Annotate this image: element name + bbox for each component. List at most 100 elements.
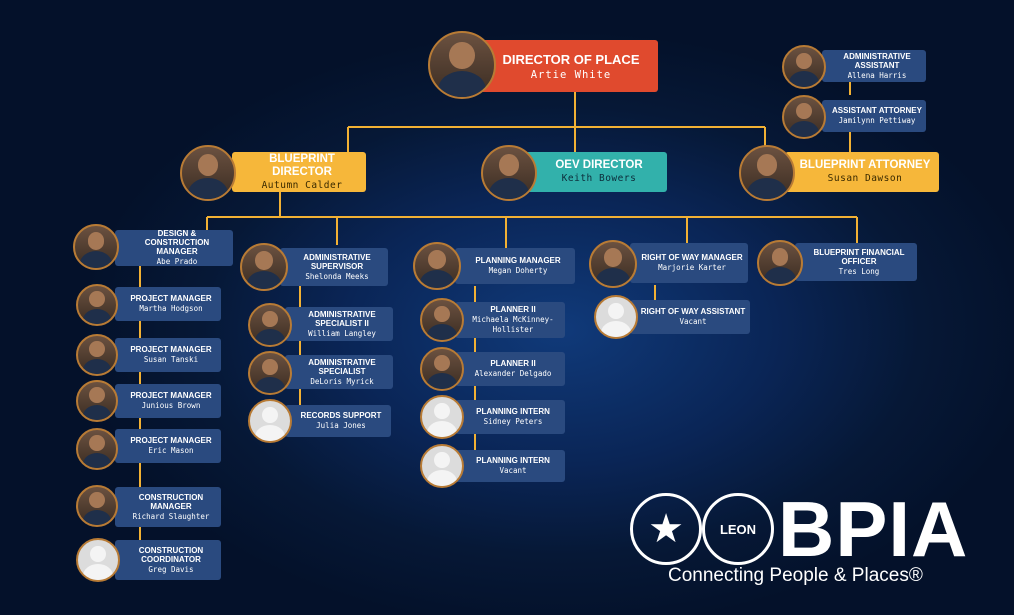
- blueprint-attorney-photo: [739, 145, 795, 201]
- planning-intern-vacant-box: Planning Intern Vacant: [455, 450, 565, 482]
- construction-manager-title: Construction Manager: [138, 492, 204, 511]
- administrative-specialist-name: DeLoris Myrick: [310, 376, 374, 386]
- financial-officer-photo: [757, 240, 803, 286]
- leon-county-seal-icon: LEON: [702, 493, 774, 565]
- records-support-photo: [248, 399, 292, 443]
- admin-assistant-name: Allena Harris: [847, 70, 907, 80]
- planner-ii-delgado-title: Planner II: [490, 359, 536, 368]
- planning-intern-peters-photo: [420, 395, 464, 439]
- project-manager-hodgson-name: Martha Hodgson: [139, 304, 203, 313]
- construction-manager-name: Richard Slaughter: [132, 511, 210, 521]
- construction-coordinator-title: Construction Coordinator: [138, 545, 204, 564]
- construction-manager-photo: [76, 485, 118, 527]
- project-manager-tanski-box: Project Manager Susan Tanski: [115, 338, 221, 372]
- planning-manager-name: Megan Doherty: [488, 266, 548, 275]
- right-of-way-manager-photo: [589, 240, 637, 288]
- director-name: Artie White: [530, 68, 612, 81]
- administrative-supervisor-box: Administrative Supervisor Shelonda Meeks: [280, 248, 388, 286]
- project-manager-brown-name: Junious Brown: [141, 401, 201, 410]
- administrative-specialist-photo: [248, 351, 292, 395]
- planner-ii-delgado-name: Alexander Delgado: [474, 369, 552, 378]
- design-construction-manager-photo: [73, 224, 119, 270]
- project-manager-brown-box: Project Manager Junious Brown: [115, 384, 221, 418]
- planning-intern-vacant-name: Vacant: [499, 466, 527, 475]
- logo-tagline: Connecting People & Places®: [668, 565, 923, 586]
- right-of-way-assistant-photo: [594, 295, 638, 339]
- planner-ii-mckinney-box: Planner II Michaela McKinney-Hollister: [455, 302, 565, 338]
- records-support-title: Records Support: [300, 411, 382, 420]
- star-compass-icon: ★: [630, 493, 702, 565]
- assistant-attorney-box: Assistant Attorney Jamilynn Pettiway: [822, 100, 926, 132]
- admin-assistant-photo: [782, 45, 826, 89]
- blueprint-director-photo: [180, 145, 236, 201]
- admin-assistant-box: Administrative Assistant Allena Harris: [822, 50, 926, 82]
- administrative-supervisor-name: Shelonda Meeks: [305, 271, 369, 281]
- director-photo: [428, 31, 496, 99]
- project-manager-mason-title: Project Manager: [130, 436, 212, 445]
- administrative-specialist-ii-box: Administrative Specialist II William Lan…: [285, 307, 393, 341]
- right-of-way-manager-box: Right of Way Manager Marjorie Karter: [630, 243, 748, 283]
- blueprint-director-name: Autumn Calder: [261, 179, 343, 191]
- planner-ii-mckinney-name: Michaela McKinney-Hollister: [472, 315, 554, 334]
- administrative-supervisor-title: Administrative Supervisor: [303, 252, 371, 271]
- administrative-specialist-ii-name: William Langley: [308, 328, 376, 338]
- oev-director-box: OEV Director Keith Bowers: [525, 152, 667, 192]
- records-support-box: Records Support Julia Jones: [285, 405, 391, 437]
- right-of-way-assistant-box: Right of Way Assistant Vacant: [630, 300, 750, 334]
- design-construction-manager-box: Design & Construction Manager Abe Prado: [115, 229, 233, 266]
- financial-officer-box: Blueprint Financial Officer Tres Long: [795, 243, 917, 281]
- blueprint-director-box: Blueprint Director Autumn Calder: [232, 152, 366, 192]
- project-manager-hodgson-photo: [76, 284, 118, 326]
- project-manager-mason-photo: [76, 428, 118, 470]
- assistant-attorney-name: Jamilynn Pettiway: [838, 116, 916, 125]
- assistant-attorney-title: Assistant Attorney: [832, 106, 922, 115]
- planner-ii-mckinney-photo: [420, 298, 464, 342]
- oev-director-title: OEV Director: [555, 159, 643, 171]
- administrative-specialist-ii-title: Administrative Specialist II: [308, 309, 376, 328]
- project-manager-hodgson-title: Project Manager: [130, 294, 212, 303]
- financial-officer-title: Blueprint Financial Officer: [813, 247, 905, 266]
- construction-coordinator-name: Greg Davis: [148, 564, 194, 574]
- administrative-specialist-ii-photo: [248, 303, 292, 347]
- director-box: Director of Place Artie White: [478, 40, 658, 92]
- planner-ii-mckinney-title: Planner II: [490, 305, 536, 314]
- administrative-specialist-box: Administrative Specialist DeLoris Myrick: [285, 355, 393, 389]
- right-of-way-assistant-title: Right of Way Assistant: [640, 307, 746, 316]
- right-of-way-assistant-name: Vacant: [679, 317, 707, 326]
- project-manager-mason-name: Eric Mason: [148, 446, 194, 455]
- blueprint-director-title: Blueprint Director: [269, 152, 335, 178]
- right-of-way-manager-name: Marjorie Karter: [658, 263, 726, 272]
- administrative-specialist-title: Administrative Specialist: [308, 357, 376, 376]
- right-of-way-manager-title: Right of Way Manager: [641, 253, 743, 262]
- planning-manager-title: Planning Manager: [475, 256, 561, 265]
- planning-manager-box: Planning Manager Megan Doherty: [455, 248, 575, 284]
- blueprint-attorney-name: Susan Dawson: [827, 173, 903, 184]
- planning-intern-peters-box: Planning Intern Sidney Peters: [455, 400, 565, 434]
- planning-intern-vacant-title: Planning Intern: [476, 456, 550, 465]
- oev-director-photo: [481, 145, 537, 201]
- construction-coordinator-box: Construction Coordinator Greg Davis: [115, 540, 221, 580]
- director-title: Director of Place: [502, 51, 640, 67]
- construction-manager-box: Construction Manager Richard Slaughter: [115, 487, 221, 527]
- planner-ii-delgado-box: Planner II Alexander Delgado: [455, 352, 565, 386]
- project-manager-tanski-title: Project Manager: [130, 345, 212, 354]
- project-manager-brown-photo: [76, 380, 118, 422]
- planning-intern-peters-name: Sidney Peters: [483, 417, 543, 426]
- seal-text: LEON: [719, 521, 757, 537]
- planning-intern-peters-title: Planning Intern: [476, 407, 550, 416]
- records-support-name: Julia Jones: [316, 421, 366, 430]
- planning-intern-vacant-photo: [420, 444, 464, 488]
- oev-director-name: Keith Bowers: [561, 173, 637, 184]
- assistant-attorney-photo: [782, 95, 826, 139]
- blueprint-attorney-box: Blueprint Attorney Susan Dawson: [785, 152, 939, 192]
- planner-ii-delgado-photo: [420, 347, 464, 391]
- financial-officer-name: Tres Long: [838, 266, 880, 276]
- construction-coordinator-photo: [76, 538, 120, 582]
- project-manager-brown-title: Project Manager: [130, 391, 212, 400]
- project-manager-tanski-name: Susan Tanski: [143, 355, 199, 364]
- logo-wordmark: BPIA: [778, 485, 969, 573]
- project-manager-hodgson-box: Project Manager Martha Hodgson: [115, 287, 221, 321]
- project-manager-tanski-photo: [76, 334, 118, 376]
- bpia-logo: ★ LEON BPIA Connecting People & Places®: [626, 487, 986, 607]
